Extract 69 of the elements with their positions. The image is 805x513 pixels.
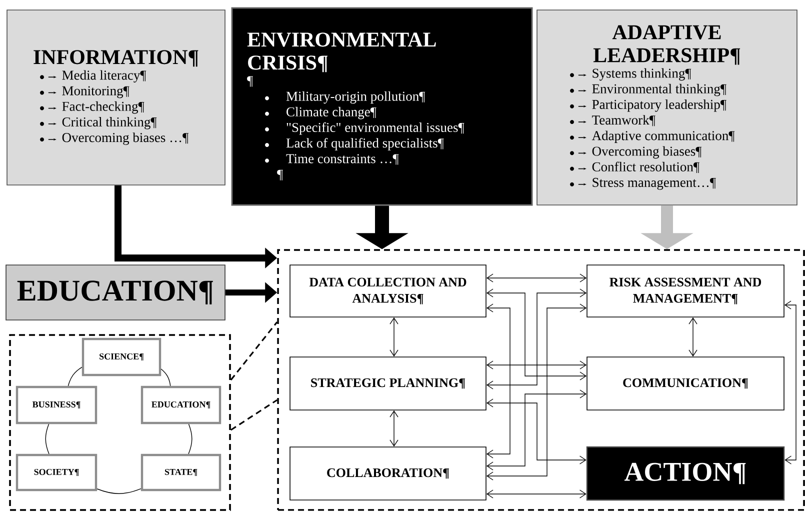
circle-arc (96, 488, 142, 494)
list-item: Critical thinking¶ (40, 117, 157, 130)
list-item: Overcoming biases¶ (570, 146, 702, 159)
panel-heading: INFORMATION¶ (34, 50, 198, 67)
label-box (6, 264, 226, 320)
text-panel (231, 7, 533, 206)
connector-arrow (486, 274, 587, 282)
sector-box (16, 386, 98, 424)
box-label: BUSINESS¶ (32, 401, 80, 409)
connector-arrow (688, 317, 698, 357)
circle-arc (188, 424, 192, 454)
connector-arrow (486, 490, 586, 498)
list-item: Teamwork¶ (570, 115, 656, 126)
box-label: SCIENCE¶ (100, 353, 144, 361)
connector-arrow (486, 390, 587, 470)
list-item: Conflict resolution¶ (570, 162, 700, 173)
text-panel (6, 10, 226, 186)
connector-arrow (486, 398, 586, 464)
box-label: ACTION¶ (624, 462, 746, 484)
list-item: Systems thinking¶ (570, 68, 692, 81)
panel-heading: ENVIRONMENTAL CRISIS¶ (247, 32, 436, 72)
action-box (586, 446, 785, 501)
list-item: Media literacy¶ (40, 70, 146, 82)
list-item: Participatory leadership¶ (570, 100, 726, 112)
process-box (586, 356, 784, 410)
paragraph-mark: ¶ (277, 170, 283, 180)
list-item: Stress management…¶ (570, 178, 716, 190)
connector-arrow (784, 300, 796, 464)
box-label: COMMUNICATION¶ (623, 378, 748, 389)
box-label: EDUCATION¶ (152, 401, 210, 409)
panel-heading: ADAPTIVE LEADERSHIP¶ (593, 25, 740, 65)
connector-arrow (486, 304, 587, 480)
circle-arc (160, 368, 171, 386)
sector-box (140, 386, 222, 424)
text-panel (536, 10, 798, 206)
list-item: Adaptive communication¶ (570, 130, 735, 143)
connector-arrow (486, 360, 587, 370)
box-label: STRATEGIC PLANNING¶ (311, 378, 466, 389)
list-item: Military-origin pollution¶ (265, 91, 426, 104)
box-label: SOCIETY¶ (34, 468, 79, 476)
zoom-lines (230, 321, 278, 431)
dashed-frame (9, 334, 231, 511)
list-item: Monitoring¶ (40, 86, 130, 98)
sector-box (16, 454, 98, 492)
box-label: STATE¶ (164, 468, 198, 476)
list-item: Fact-checking¶ (40, 101, 144, 114)
circle-arc (45, 424, 50, 454)
list-item: Climate change¶ (265, 106, 376, 120)
box-label: DATA COLLECTION AND ANALYSIS¶ (309, 278, 466, 304)
list-item: Lack of qualified specialists¶ (265, 138, 444, 150)
box-label: COLLABORATION¶ (327, 468, 449, 479)
circle-arc (68, 366, 82, 386)
list-item: Overcoming biases …¶ (40, 132, 188, 145)
process-box (290, 264, 486, 318)
connector-arrow (486, 304, 510, 458)
process-box (290, 446, 486, 500)
list-item: Time constraints …¶ (265, 154, 399, 165)
box-label: RISK ASSESSMENT AND MANAGEMENT¶ (610, 278, 762, 304)
dashed-frame (277, 249, 805, 511)
sector-box (82, 338, 162, 376)
list-item: "Specific" environmental issues¶ (265, 122, 464, 135)
connector-arrow (390, 317, 398, 357)
process-box (290, 356, 486, 410)
connector-arrow (390, 410, 398, 447)
list-item: Environmental thinking¶ (570, 84, 726, 96)
paragraph-mark: ¶ (247, 76, 253, 87)
process-box (586, 264, 784, 318)
box-label: EDUCATION¶ (17, 280, 213, 304)
sector-box (140, 454, 222, 492)
